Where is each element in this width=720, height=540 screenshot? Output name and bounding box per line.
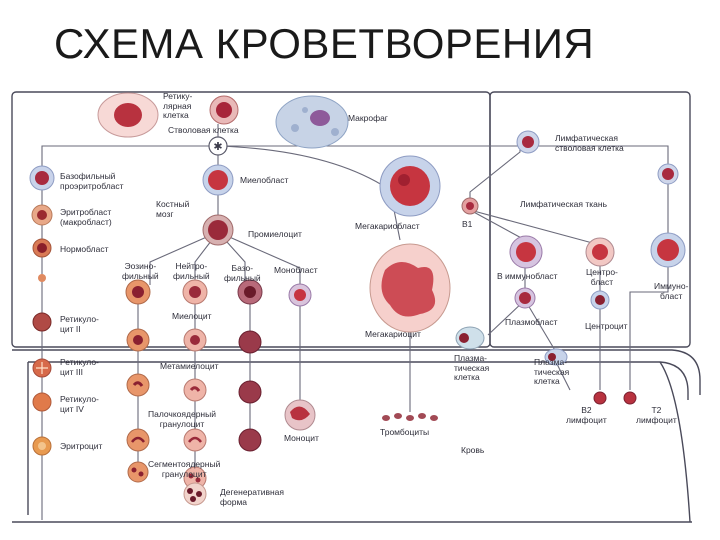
label-metamyelocyte: Метамиелоцит (160, 361, 219, 371)
lymphatic-panel (489, 91, 691, 348)
svg-text:✱: ✱ (213, 141, 222, 153)
basophilic-myelocyte-cell (237, 279, 263, 305)
label-b-immunoblast: В иммунобласт (497, 271, 558, 281)
label-neutrophil: Нейтро- фильный (173, 261, 210, 281)
label-myelocyte: Миелоцит (172, 311, 212, 321)
label-plasma-cell-right: Плазма- тическая клетка (534, 357, 570, 386)
label-proerythroblast: Базофильный проэритробласт (60, 171, 124, 191)
label-lymph-stem-cell: Лимфатическая стволовая клетка (555, 133, 624, 153)
label-platelets: Тромбоциты (380, 427, 430, 437)
label-stem-cell: Стволовая клетка (168, 125, 239, 135)
segmented-row-cells (127, 461, 207, 490)
stem-cell-center: ✱ (208, 136, 228, 156)
lymph-stem-cell (516, 130, 540, 154)
label-lymphatic-tissue: Лимфатическая ткань (520, 199, 607, 209)
reticulocyte-1-cell (32, 312, 52, 332)
label-b2-lymphocyte: В2 лимфоцит (566, 405, 607, 425)
label-basophil: Базо- фильный (224, 263, 261, 283)
promyelocyte-cell (202, 214, 234, 246)
t2-lymphocyte-cell (623, 391, 637, 405)
monoblast-cell (288, 283, 312, 307)
label-monoblast: Монобласт (274, 265, 318, 275)
monocyte-cell (284, 399, 316, 431)
label-reticulocyte-3: Ретикуло- цит IV (60, 394, 99, 414)
eosinophilic-myelocyte-cell (125, 279, 151, 305)
label-plasmoblast: Плазмобласт (505, 317, 558, 327)
blood-vessel-inner-wall (28, 361, 689, 400)
reticulocyte-2-cell (32, 358, 52, 378)
blood-vessel-upper-wall (12, 349, 701, 395)
label-megakaryocyte: Мегакариоцит (365, 329, 421, 339)
label-myeloblast: Миелобласт (240, 175, 289, 185)
centrocyte-cell (590, 290, 610, 310)
label-plasma-cell-left: Плазма- тическая клетка (454, 353, 490, 382)
label-b1: В1 (462, 219, 473, 229)
label-degenerative-form: Дегенеративная форма (220, 487, 284, 507)
label-reticulocyte-1: Ретикуло- цит II (60, 314, 99, 334)
label-erythroblast: Эритробласт (макробласт) (60, 207, 112, 227)
platelets (382, 413, 438, 421)
label-erythrocyte: Эритроцит (60, 441, 103, 451)
stem-cell-top (209, 95, 239, 125)
metamyelocyte-row-cells (126, 373, 262, 404)
label-reticulocyte-2: Ретикуло- цит III (60, 357, 99, 377)
label-immunoblast: Иммуно- бласт (654, 281, 689, 301)
blood-vessel-curve (659, 361, 691, 523)
label-macrophage: Макрофаг (348, 113, 388, 123)
myelocyte-row-cells (126, 328, 262, 354)
label-band-granulocyte: Палочкоядерный гранулоцит (148, 409, 216, 429)
reticulocyte-3-cell (32, 392, 52, 412)
erythrocyte-cell (32, 436, 52, 456)
plasma-cell-right (544, 348, 568, 366)
megakaryoblast-cell (379, 155, 441, 217)
b2-lymphocyte-cell (593, 391, 607, 405)
centroblast-cell (585, 237, 615, 267)
macrophage-cell (275, 95, 349, 149)
label-blood: Кровь (461, 445, 485, 455)
label-normoblast: Нормобласт (60, 244, 109, 254)
label-bone-marrow: Костный мозг (156, 199, 190, 219)
immunoblast-cell (650, 232, 686, 268)
label-t2-lymphocyte: Т2 лимфоцит (636, 405, 677, 425)
plasma-cell-left (455, 326, 485, 350)
myeloblast-cell (202, 164, 234, 196)
slide-title: СХЕМА КРОВЕТВОРЕНИЯ (54, 20, 595, 67)
lymph-stem-cell-right (657, 163, 679, 185)
neutrophilic-myelocyte-cell (182, 279, 208, 305)
label-promyelocyte: Промиелоцит (248, 229, 302, 239)
reticular-cell (97, 92, 159, 138)
degenerative-form-cell (183, 482, 207, 506)
plasmoblast-cell (514, 287, 536, 309)
lineage-lines (41, 124, 669, 520)
label-centrocyte: Центроцит (585, 321, 628, 331)
label-centroblast: Центро- бласт (586, 267, 618, 287)
cells: ✱ (29, 92, 686, 506)
b-immunoblast-cell (509, 235, 543, 269)
normoblast-cell (32, 238, 52, 258)
erythroblast-cell (31, 204, 53, 226)
small-erythroid-dot (38, 274, 46, 282)
label-reticular-cell: Ретику- лярная клетка (163, 91, 193, 120)
band-row-cells (126, 428, 262, 452)
label-megakaryoblast: Мегакариобласт (355, 221, 420, 231)
label-segmented-granulocyte: Сегментоядерный гранулоцит (148, 459, 221, 479)
basophilic-proerythroblast-cell (29, 165, 55, 191)
megakaryocyte-cell (369, 243, 451, 333)
b1-cell (461, 197, 479, 215)
label-eosinophil: Эозино- фильный (122, 261, 159, 281)
label-monocyte: Моноцит (284, 433, 319, 443)
